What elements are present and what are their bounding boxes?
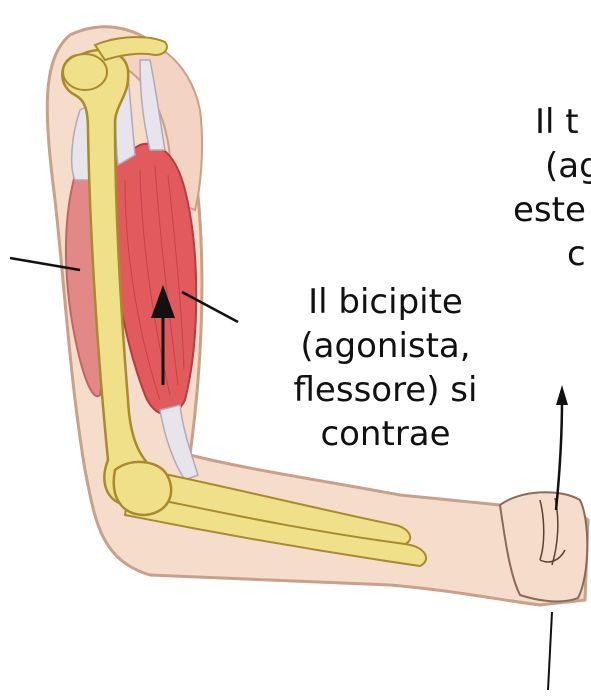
triceps-label-line: c xyxy=(505,232,591,276)
elbow-joint xyxy=(114,462,171,515)
biceps-label: Il bicipite (agonista, flessore) si cont… xyxy=(258,280,513,456)
triceps-label-line: (ag xyxy=(505,144,591,188)
humeral-head xyxy=(63,54,107,90)
biceps-label-line: Il bicipite xyxy=(258,280,513,324)
triceps-label: Il t (ag este c xyxy=(505,100,591,276)
biceps-label-line: (agonista, xyxy=(258,324,513,368)
biceps-label-line: contrae xyxy=(258,412,513,456)
triceps-label-line: este xyxy=(505,188,591,232)
triceps-label-line: Il t xyxy=(505,100,591,144)
biceps-label-line: flessore) si xyxy=(258,368,513,412)
